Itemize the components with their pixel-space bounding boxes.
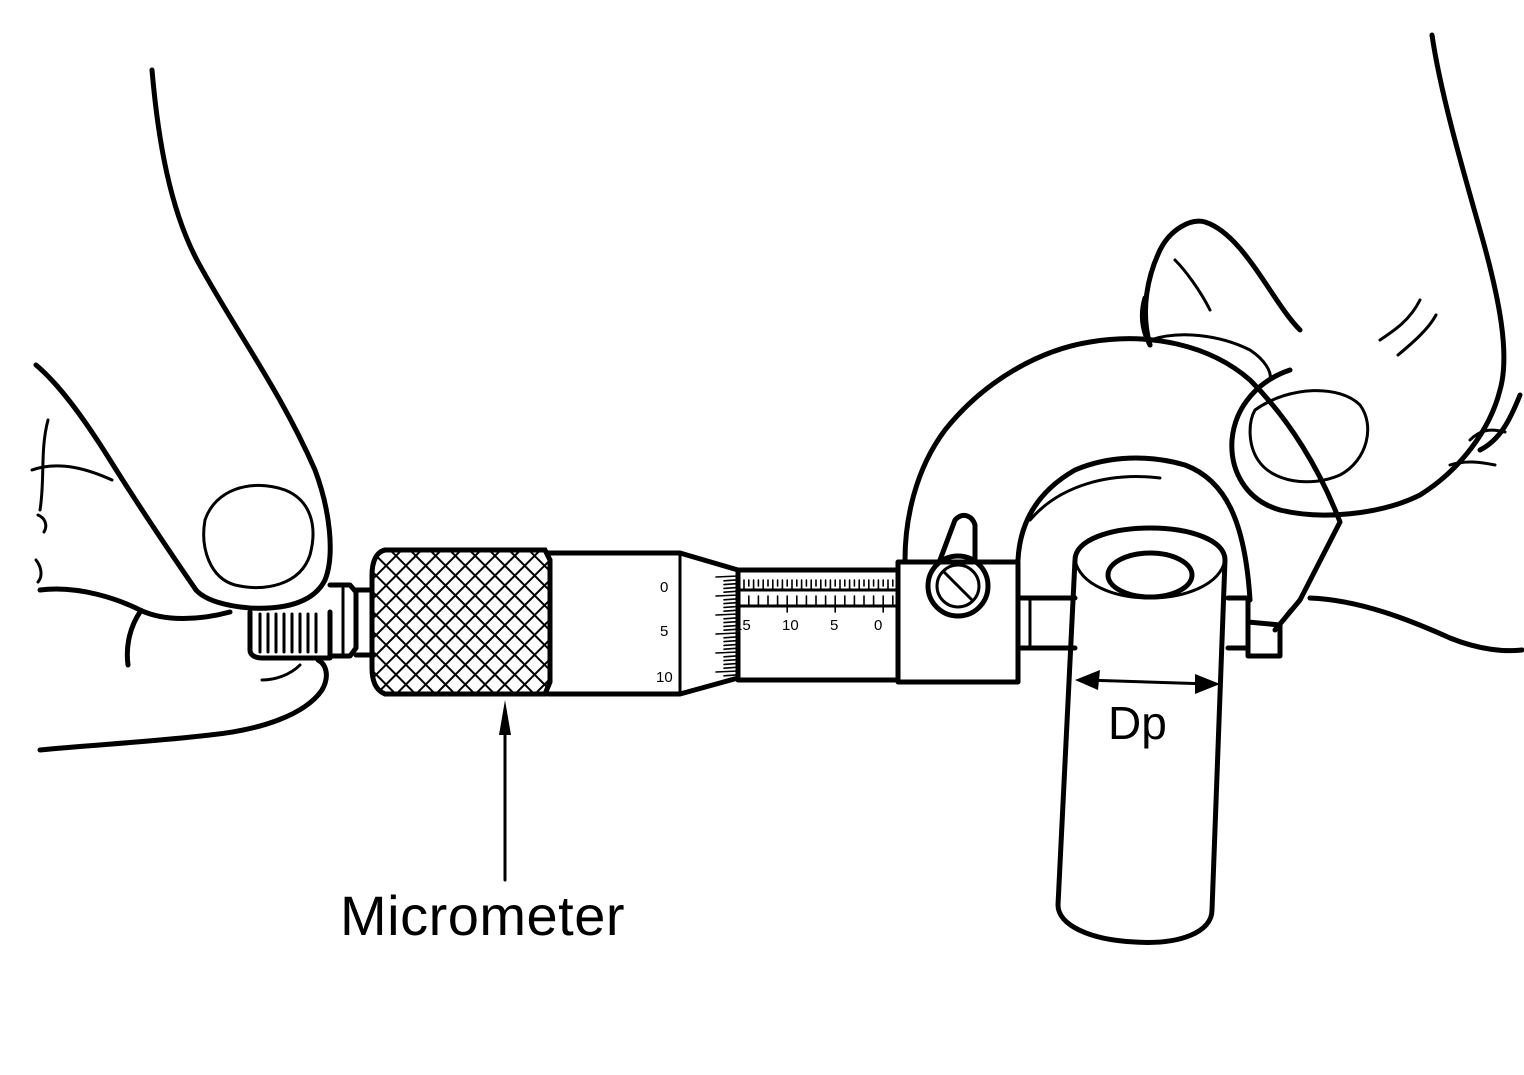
sleeve-barrel: 15 10 5 0 (734, 567, 901, 683)
thimble-number-10: 10 (656, 669, 673, 686)
sleeve-number-5: 5 (830, 617, 838, 634)
thimble-tick (723, 658, 739, 662)
thimble-tick (723, 597, 739, 601)
thimble-tick (723, 586, 739, 590)
thimble-tick (715, 670, 739, 673)
thimble-tick (715, 594, 739, 597)
thimble-tick (723, 609, 739, 613)
spindle (1015, 595, 1078, 651)
micrometer-frame (902, 336, 1343, 659)
thimble-number-0: 0 (660, 579, 668, 596)
ratchet-stop (247, 582, 375, 661)
thimble-tick (723, 628, 739, 632)
thimble-tick (715, 575, 739, 578)
thimble-tick (715, 613, 739, 616)
thimble-tick (723, 620, 739, 624)
thimble-knurled-grip (369, 547, 553, 697)
thimble-graduations (715, 575, 739, 677)
lock-hub (895, 512, 1021, 685)
thimble-tick (723, 578, 739, 582)
piston-workpiece (1055, 525, 1228, 945)
thimble-tick (723, 616, 739, 620)
diameter-label: Dp (1108, 697, 1167, 749)
thimble-tick (723, 643, 739, 647)
diameter-arrow (1075, 670, 1220, 694)
thimble-tick (715, 632, 739, 635)
thimble-tick (723, 624, 739, 628)
thimble-tick (723, 673, 739, 677)
thimble-tick (715, 651, 739, 654)
left-hand (30, 67, 333, 753)
right-hand (1139, 32, 1524, 654)
thimble-number-5: 5 (660, 623, 668, 640)
thimble-tick (723, 647, 739, 651)
micrometer-leader-line (499, 700, 511, 882)
thimble-tick (723, 639, 739, 643)
sleeve-number-15: 15 (734, 617, 751, 634)
thimble-tick (723, 590, 739, 594)
sleeve-number-10: 10 (782, 617, 799, 634)
thimble-tick (723, 666, 739, 670)
thimble-tick (723, 635, 739, 639)
thimble-tick (723, 601, 739, 605)
thimble-tick (723, 605, 739, 609)
thimble-tick (723, 662, 739, 666)
thimble-tick (723, 582, 739, 586)
thimble-body: 0 5 10 (545, 550, 741, 697)
sleeve-graduations (743, 579, 894, 613)
thimble-tick (723, 654, 739, 658)
micrometer-label: Micrometer (340, 884, 626, 947)
sleeve-number-0: 0 (874, 617, 882, 634)
